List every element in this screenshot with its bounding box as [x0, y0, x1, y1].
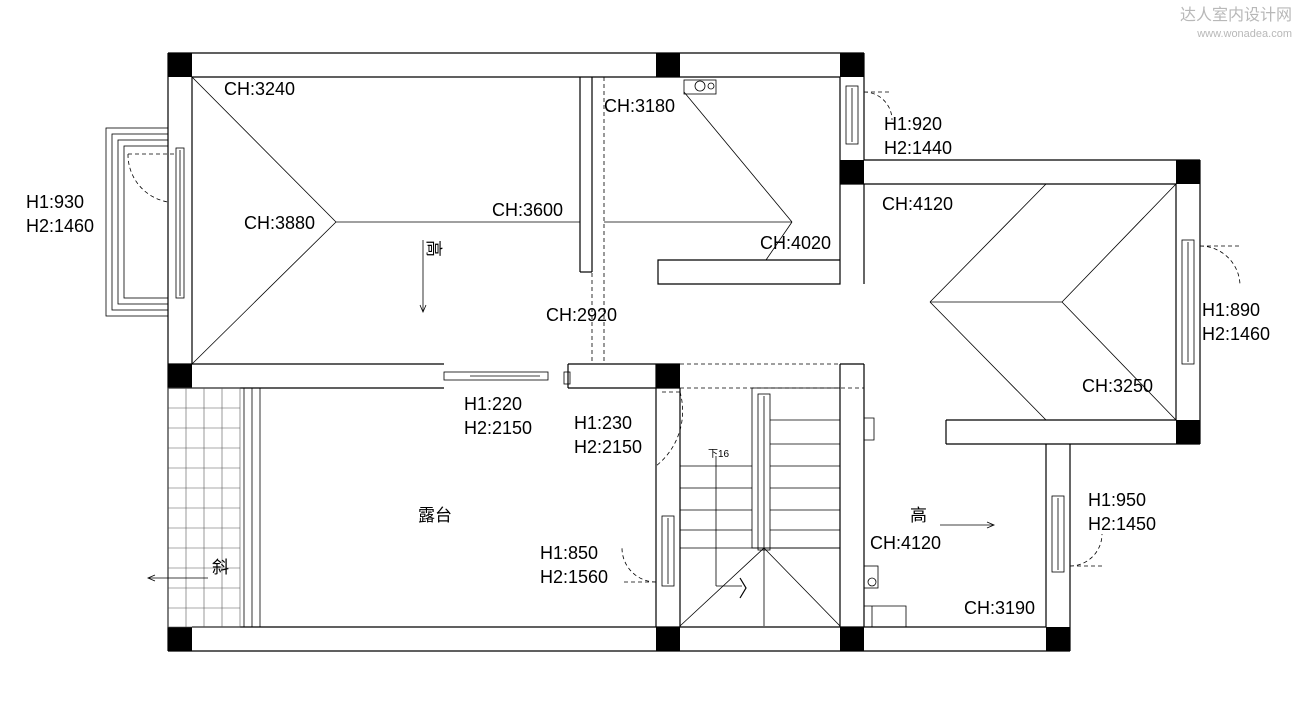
ceiling-height-label: CH:4120 — [882, 194, 953, 214]
terrace-tiles — [167, 387, 261, 628]
slope-arrows — [146, 240, 996, 582]
roof-lines — [191, 76, 1177, 421]
high-marker: 高 — [910, 506, 927, 526]
window-h1-label: H1:950 — [1088, 490, 1146, 510]
column — [1176, 420, 1200, 444]
ceiling-height-label: CH:3600 — [492, 200, 563, 220]
slope-marker: 斜 — [212, 558, 229, 578]
stair-down-label: 下16 — [708, 449, 730, 460]
ceiling-height-label: CH:4020 — [760, 233, 831, 253]
walls — [167, 52, 1201, 652]
window-h1-label: H1:930 — [26, 192, 84, 212]
window-h2-label: H2:2150 — [464, 418, 532, 438]
ceiling-height-label: CH:3190 — [964, 598, 1035, 618]
column — [1176, 160, 1200, 184]
columns — [168, 53, 1200, 651]
column — [168, 53, 192, 77]
window-h1-label: H1:920 — [884, 114, 942, 134]
window-h1-label: H1:850 — [540, 543, 598, 563]
window-h2-label: H2:1460 — [26, 216, 94, 236]
ceiling-height-label: CH:4120 — [870, 533, 941, 553]
ceiling-height-label: CH:2920 — [546, 305, 617, 325]
column — [168, 364, 192, 388]
watermark-url: www.wonadea.com — [1196, 28, 1292, 40]
window-h2-label: H2:1460 — [1202, 324, 1270, 344]
ceiling-height-label: CH:3240 — [224, 79, 295, 99]
column — [840, 53, 864, 77]
room-label-terrace: 露台 — [418, 506, 452, 526]
bay-window-left — [105, 127, 185, 317]
fixtures — [683, 79, 907, 627]
column — [168, 627, 192, 651]
window-h1-label: H1:230 — [574, 413, 632, 433]
column — [840, 627, 864, 651]
window-h1-label: H1:890 — [1202, 300, 1260, 320]
ceiling-height-label: CH:3880 — [244, 213, 315, 233]
ceiling-height-label: CH:3250 — [1082, 376, 1153, 396]
column — [656, 627, 680, 651]
window-h2-label: H2:1560 — [540, 567, 608, 587]
column — [656, 364, 680, 388]
staircase: 下16 — [679, 387, 841, 627]
high-marker: 高 — [423, 240, 443, 257]
window-h2-label: H2:2150 — [574, 437, 642, 457]
windows — [443, 85, 1241, 587]
window-h1-label: H1:220 — [464, 394, 522, 414]
watermark-title: 达人室内设计网 — [1180, 5, 1292, 24]
window-h2-label: H2:1440 — [884, 138, 952, 158]
window-h2-label: H2:1450 — [1088, 514, 1156, 534]
labels: CH:3240 CH:3180 CH:3880 CH:3600 CH:4020 … — [26, 79, 1270, 618]
column — [656, 53, 680, 77]
ceiling-height-label: CH:3180 — [604, 96, 675, 116]
column — [840, 160, 864, 184]
column — [1046, 627, 1070, 651]
